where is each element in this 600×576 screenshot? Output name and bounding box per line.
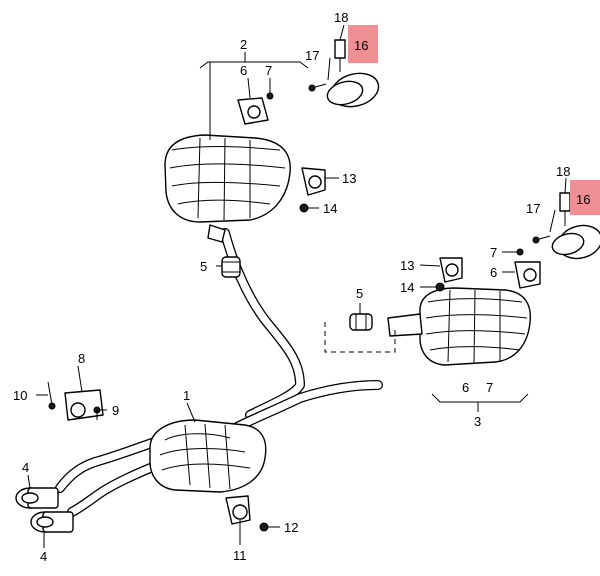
front-muffler [149, 419, 267, 493]
label-6-left: 6 [240, 63, 247, 78]
mount-bracket-8 [47, 381, 104, 421]
brace-group-2 [199, 52, 309, 140]
center-muffler [164, 134, 291, 243]
label-7-left: 7 [265, 63, 272, 78]
tailpipe-trim-right [532, 192, 600, 260]
bracket-13-left [301, 167, 326, 196]
label-4-top: 4 [22, 460, 29, 475]
bracket-11 [225, 495, 251, 525]
nut-14-left [299, 203, 309, 213]
part-labels: 1 2 3 4 4 5 5 6 7 6 7 6 7 8 9 10 11 12 1… [13, 10, 590, 564]
rear-muffler [387, 287, 532, 366]
label-12: 12 [284, 520, 298, 535]
label-4-bottom: 4 [40, 549, 47, 564]
nut-14-right [435, 282, 445, 292]
label-16-right: 16 [576, 192, 590, 207]
label-18-top: 18 [334, 10, 348, 25]
label-13-right: 13 [400, 258, 414, 273]
label-18-right: 18 [556, 164, 570, 179]
clamp-4-bottom [30, 511, 74, 533]
label-7-right: 7 [490, 245, 497, 260]
nut-7-left [266, 92, 274, 100]
tailpipe-trim-top [308, 39, 380, 108]
clamp-5-right [349, 313, 373, 331]
label-5-right: 5 [356, 286, 363, 301]
label-11: 11 [233, 548, 247, 563]
label-8: 8 [78, 351, 85, 366]
label-10: 10 [13, 388, 27, 403]
bracket-6-left [237, 97, 269, 125]
clamp-4-top [15, 487, 59, 509]
highlight-box-16-top [348, 25, 378, 63]
bracket-6-right [514, 261, 541, 289]
label-17-top: 17 [305, 48, 319, 63]
nut-7-right [516, 248, 524, 256]
label-16-top: 16 [354, 38, 368, 53]
brace-group-3 [431, 393, 529, 412]
label-17-right: 17 [526, 201, 540, 216]
leader-lines [27, 24, 567, 548]
dashed-guide-rear [324, 322, 396, 353]
label-14-left: 14 [323, 201, 337, 216]
label-3: 3 [474, 414, 481, 429]
label-14-right: 14 [400, 280, 414, 295]
label-13-left: 13 [342, 171, 356, 186]
clamp-5-left [221, 256, 241, 278]
highlight-box-16-right [570, 180, 600, 215]
label-9: 9 [112, 403, 119, 418]
label-2: 2 [240, 37, 247, 52]
label-5-left: 5 [200, 259, 207, 274]
nut-12 [259, 522, 269, 532]
label-6-right: 6 [490, 265, 497, 280]
label-7-bottom: 7 [486, 380, 493, 395]
label-6-bottom: 6 [462, 380, 469, 395]
label-1: 1 [183, 388, 190, 403]
bracket-13-right [439, 257, 463, 283]
